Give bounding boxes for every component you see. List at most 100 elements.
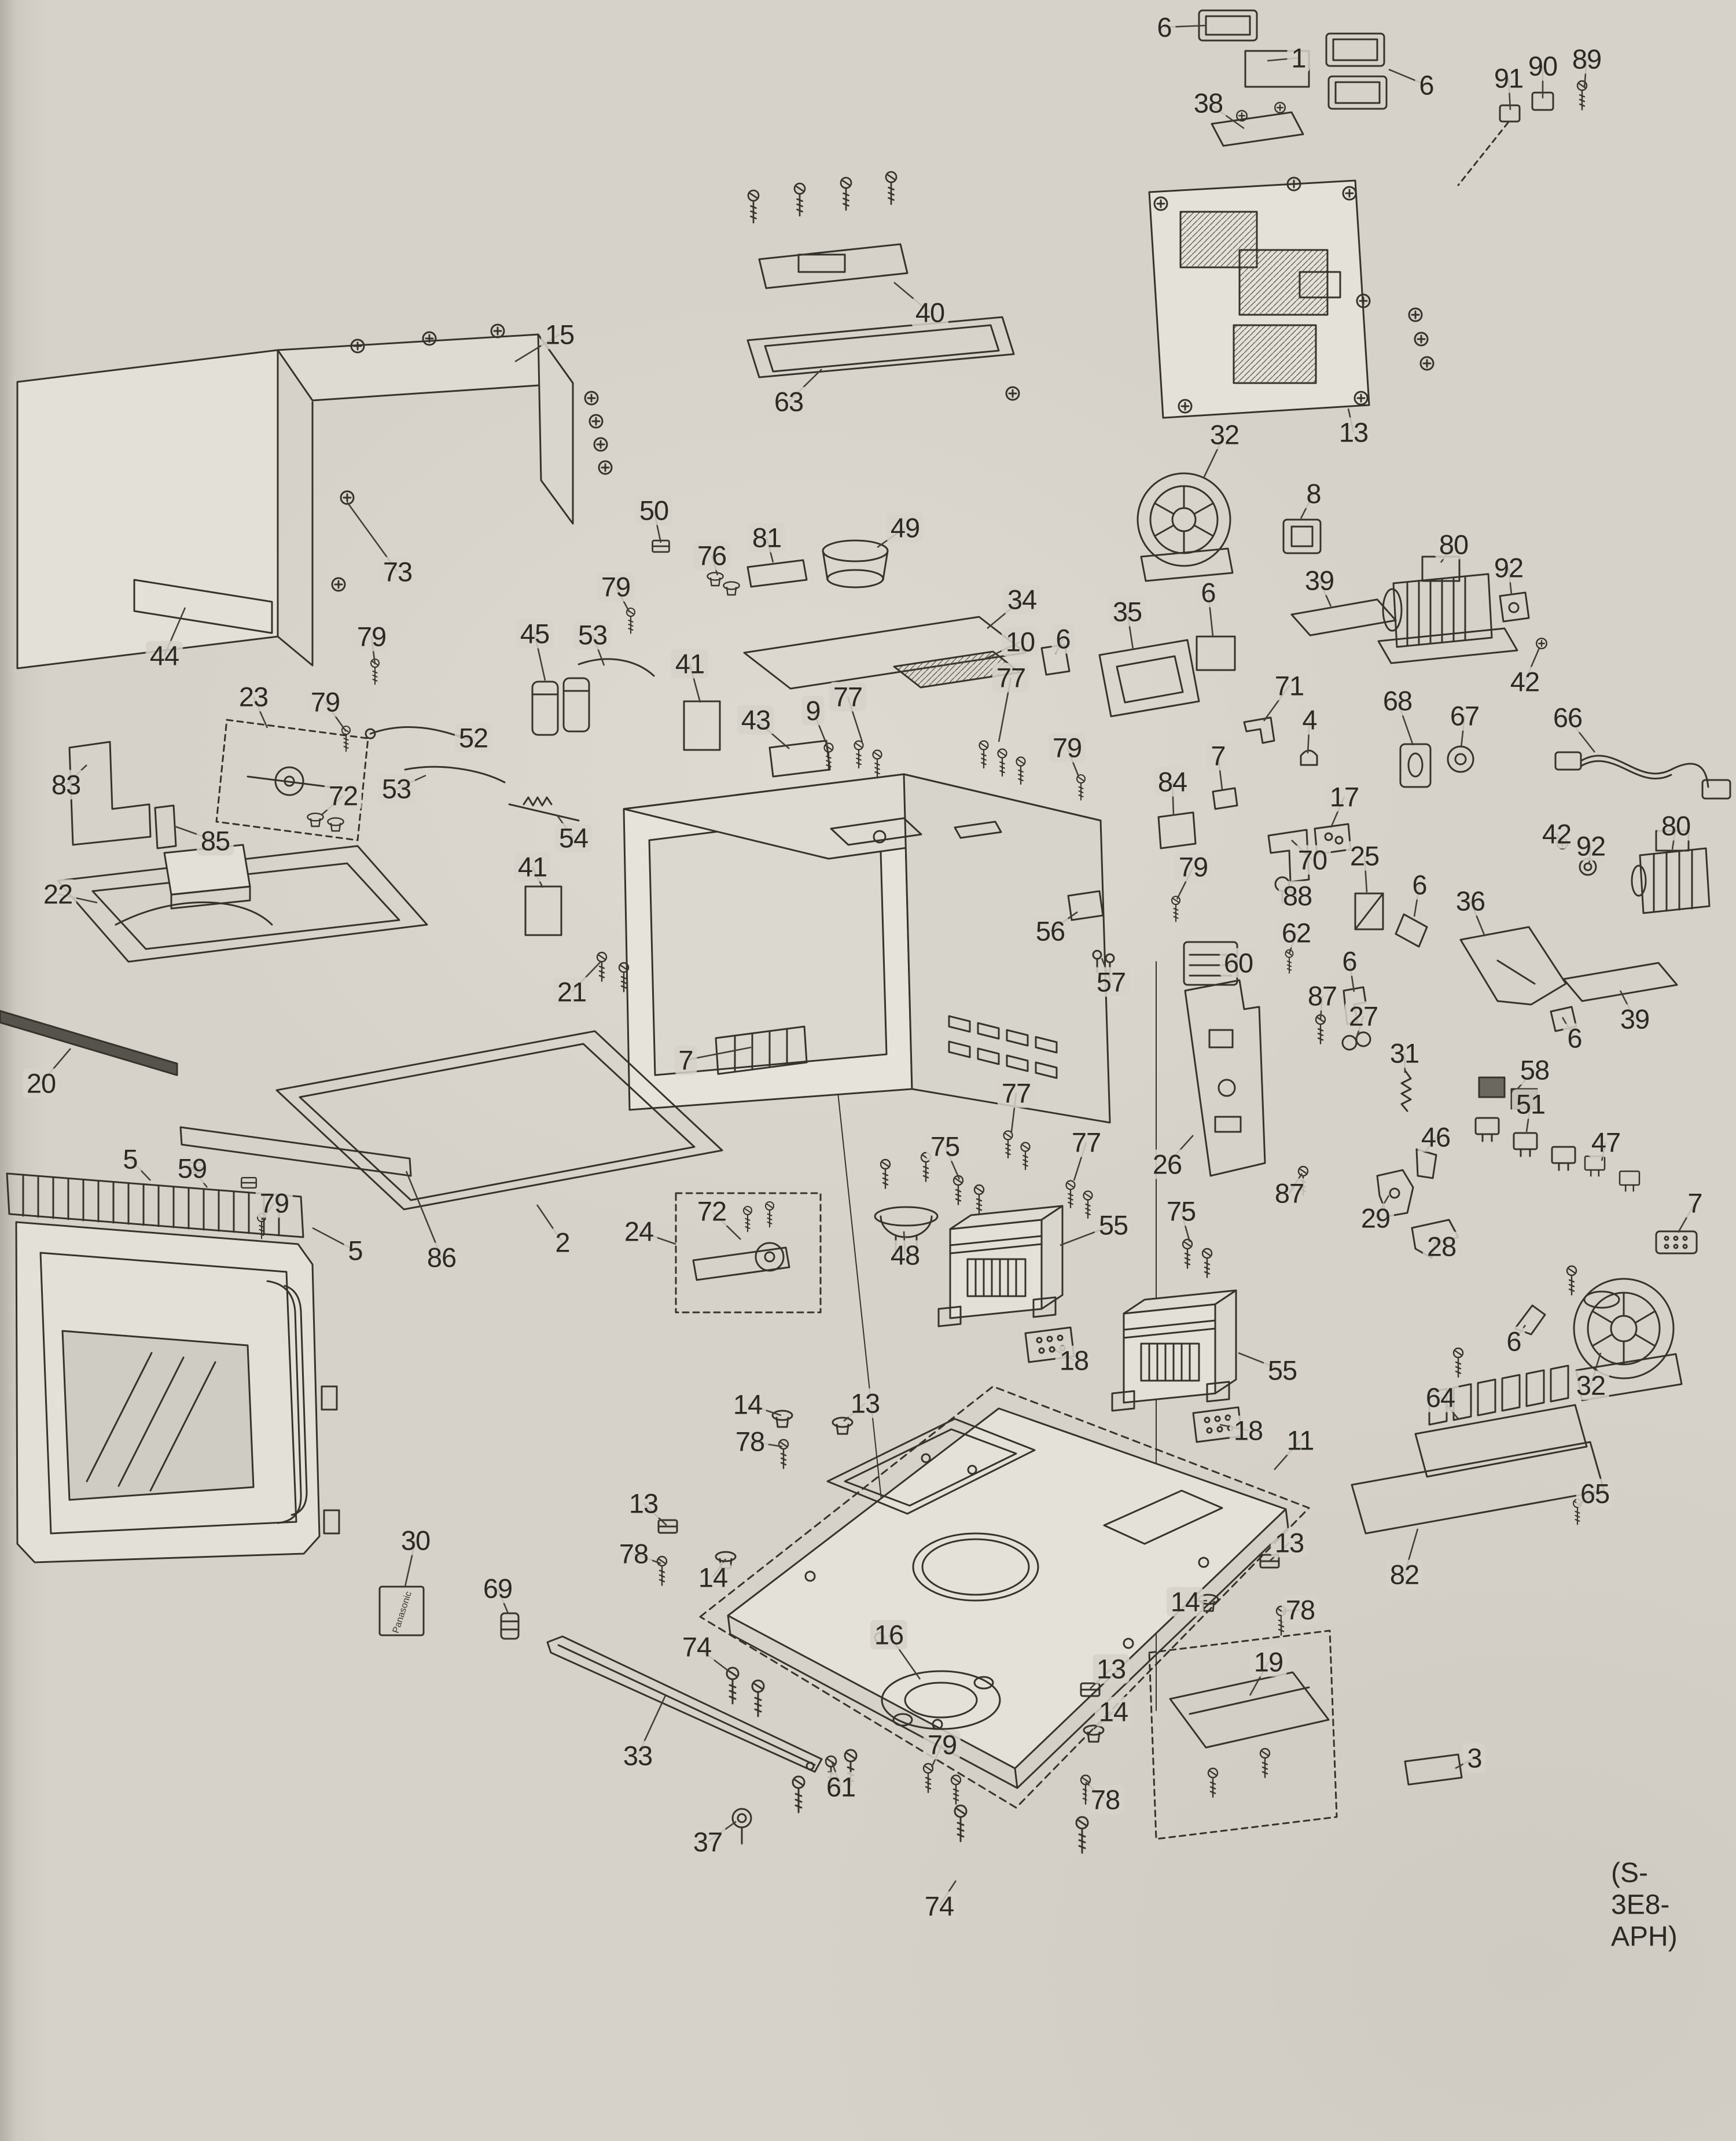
part-callout-5: 5 xyxy=(344,1235,367,1266)
part-callout-66: 66 xyxy=(1549,702,1587,733)
part-callout-13: 13 xyxy=(1270,1528,1308,1558)
part-callout-9: 9 xyxy=(801,696,825,726)
part-callout-74: 74 xyxy=(678,1632,716,1662)
part-callout-44: 44 xyxy=(145,641,183,671)
part-callout-35: 35 xyxy=(1108,597,1146,627)
part-callout-92: 92 xyxy=(1489,553,1528,583)
part-callout-67: 67 xyxy=(1446,701,1484,731)
plate-18 xyxy=(1024,1326,1243,1443)
part-callout-36: 36 xyxy=(1451,886,1489,916)
part-callout-6: 6 xyxy=(1051,624,1075,654)
part-callout-55: 55 xyxy=(1094,1210,1132,1240)
part-callout-81: 81 xyxy=(748,523,786,553)
part-callout-7: 7 xyxy=(1683,1188,1706,1218)
part-callout-32: 32 xyxy=(1572,1370,1610,1400)
part-callout-42: 42 xyxy=(1506,667,1544,697)
part-callout-75: 75 xyxy=(1162,1196,1200,1226)
part-callout-73: 73 xyxy=(378,557,417,587)
kit-24 xyxy=(675,1192,822,1314)
part-callout-10: 10 xyxy=(1001,627,1039,657)
part-callout-71: 71 xyxy=(1270,671,1308,701)
part-callout-80: 80 xyxy=(1657,811,1695,841)
part-callout-21: 21 xyxy=(553,977,591,1007)
oven-cavity-part xyxy=(524,700,1181,1219)
part-callout-47: 47 xyxy=(1587,1127,1625,1157)
part-callout-6: 6 xyxy=(1197,577,1220,608)
part-callout-68: 68 xyxy=(1378,686,1417,716)
trim-bar-33 xyxy=(546,1635,823,1773)
part-callout-31: 31 xyxy=(1385,1038,1424,1068)
tray-2 xyxy=(275,1030,723,1211)
part-callout-14: 14 xyxy=(694,1562,732,1592)
door-part xyxy=(6,1126,412,1564)
part-callout-27: 27 xyxy=(1344,1001,1382,1031)
part-callout-13: 13 xyxy=(1334,417,1373,447)
part-callout-43: 43 xyxy=(737,705,775,735)
part-callout-4: 4 xyxy=(1298,705,1321,735)
part-callout-11: 11 xyxy=(1282,1425,1318,1455)
part-callout-84: 84 xyxy=(1153,767,1191,797)
part-callout-69: 69 xyxy=(479,1573,517,1603)
part-callout-59: 59 xyxy=(173,1153,211,1183)
part-callout-41: 41 xyxy=(513,852,551,882)
outer-wrap-part xyxy=(16,323,613,669)
part-callout-46: 46 xyxy=(1417,1122,1455,1152)
part-callout-53: 53 xyxy=(377,774,415,804)
part-callout-82: 82 xyxy=(1385,1559,1424,1590)
part-callout-76: 76 xyxy=(693,540,731,571)
part-callout-64: 64 xyxy=(1421,1382,1459,1412)
part-callout-72: 72 xyxy=(693,1196,731,1226)
part-callout-60: 60 xyxy=(1219,948,1257,978)
fuse-45 xyxy=(531,677,590,736)
part-callout-14: 14 xyxy=(1166,1587,1204,1617)
part-callout-51: 51 xyxy=(1511,1089,1550,1119)
part-callout-25: 25 xyxy=(1345,841,1384,871)
part-callout-6: 6 xyxy=(1502,1326,1525,1356)
part-callout-20: 20 xyxy=(22,1068,60,1098)
part-callout-72: 72 xyxy=(324,781,362,811)
part-callout-6: 6 xyxy=(1153,12,1176,42)
part-callout-91: 91 xyxy=(1489,63,1528,93)
top-plate-40 xyxy=(747,171,909,289)
part-callout-79: 79 xyxy=(255,1188,293,1218)
part-callout-38: 38 xyxy=(1189,88,1227,118)
part-callout-13: 13 xyxy=(1092,1654,1130,1684)
part-callout-86: 86 xyxy=(422,1242,461,1272)
part-callout-39: 39 xyxy=(1616,1004,1654,1034)
part-callout-87: 87 xyxy=(1303,981,1341,1011)
part-callout-7: 7 xyxy=(674,1045,697,1075)
part-callout-53: 53 xyxy=(573,620,612,650)
part-callout-77: 77 xyxy=(992,663,1030,693)
part-callout-78: 78 xyxy=(1281,1595,1319,1625)
transformer-part xyxy=(937,1175,1237,1412)
roller-ring-16 xyxy=(881,1670,1001,1730)
part-callout-87: 87 xyxy=(1270,1178,1308,1208)
part-callout-14: 14 xyxy=(729,1389,767,1419)
base-plate-part xyxy=(699,1385,1310,1809)
fan-blower-bottom xyxy=(1514,1265,1683,1401)
part-callout-56: 56 xyxy=(1031,916,1069,946)
part-callout-15: 15 xyxy=(540,319,579,350)
part-callout-85: 85 xyxy=(196,826,234,856)
part-callout-77: 77 xyxy=(997,1078,1035,1108)
part-callout-54: 54 xyxy=(554,823,593,853)
part-callout-18: 18 xyxy=(1229,1415,1267,1445)
part-callout-89: 89 xyxy=(1568,44,1606,74)
part-callout-29: 29 xyxy=(1356,1203,1395,1233)
part-callout-39: 39 xyxy=(1300,565,1338,595)
part-callout-24: 24 xyxy=(620,1216,658,1246)
part-callout-2: 2 xyxy=(551,1227,574,1257)
part-callout-57: 57 xyxy=(1092,967,1130,997)
part-callout-32: 32 xyxy=(1205,420,1244,450)
part-callout-42: 42 xyxy=(1538,819,1576,849)
part-callout-26: 26 xyxy=(1148,1149,1186,1179)
part-callout-62: 62 xyxy=(1277,918,1315,948)
part-callout-45: 45 xyxy=(516,619,554,649)
part-callout-8: 8 xyxy=(1302,479,1325,509)
part-callout-55: 55 xyxy=(1263,1355,1301,1385)
part-callout-49: 49 xyxy=(886,513,924,543)
part-callout-23: 23 xyxy=(234,682,273,712)
part-callout-79: 79 xyxy=(1048,733,1086,763)
part-callout-28: 28 xyxy=(1422,1231,1461,1261)
